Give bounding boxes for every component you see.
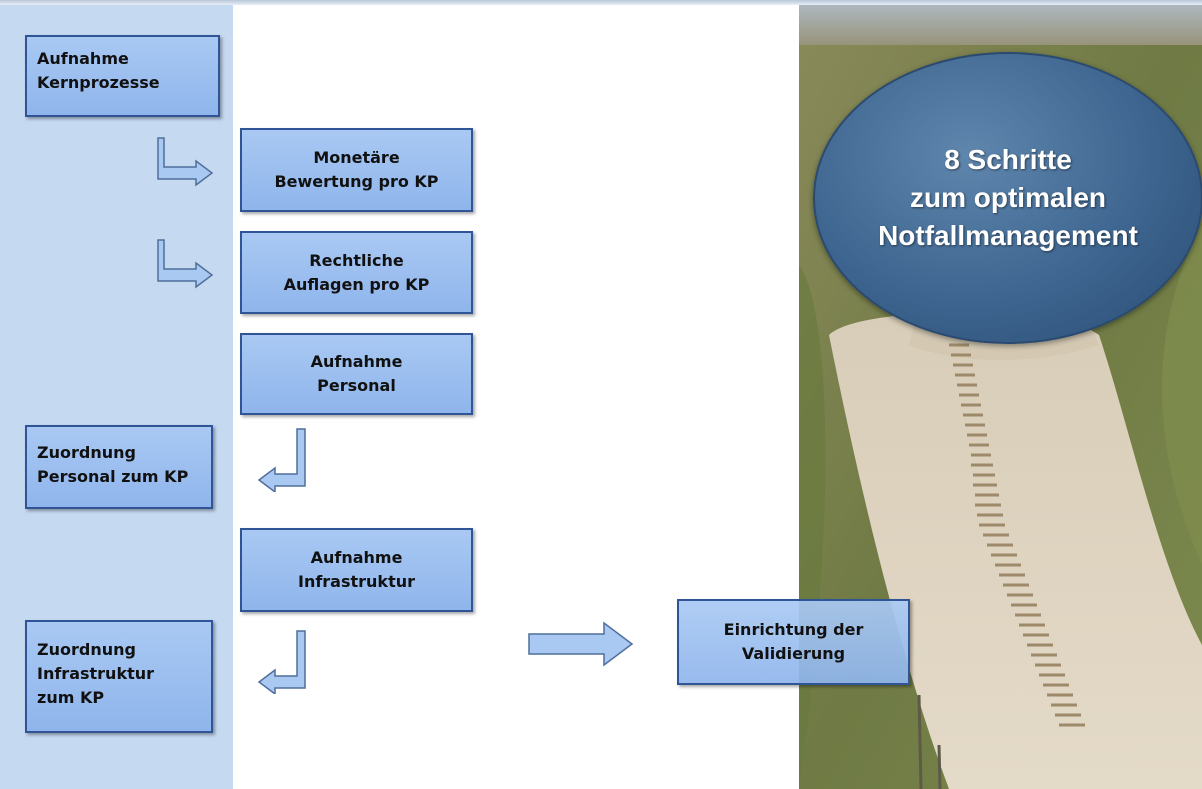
step-box-aufnahme-infrastruktur: Aufnahme Infrastruktur bbox=[240, 528, 473, 612]
title-line: 8 Schritte bbox=[944, 144, 1072, 175]
step-label: Infrastruktur bbox=[297, 572, 415, 591]
step-label: Aufnahme bbox=[37, 49, 129, 68]
step-label: zum KP bbox=[37, 688, 105, 707]
top-edge bbox=[0, 0, 1202, 5]
step-label: Personal bbox=[317, 376, 396, 395]
step-box-zuordnung-personal: Zuordnung Personal zum KP bbox=[25, 425, 213, 509]
step-label: Aufnahme bbox=[310, 352, 403, 371]
right-arrow-icon bbox=[528, 621, 634, 667]
step-box-zuordnung-infrastruktur: Zuordnung Infrastruktur zum KP bbox=[25, 620, 213, 733]
title-line: Notfallmanagement bbox=[878, 220, 1138, 251]
step-label: Zuordnung bbox=[37, 443, 136, 462]
step-label: Auflagen pro KP bbox=[283, 274, 430, 294]
bent-arrow-down-left-icon bbox=[257, 428, 306, 492]
step-box-aufnahme-personal: Aufnahme Personal bbox=[240, 333, 473, 415]
step-label: Zuordnung bbox=[37, 640, 136, 659]
step-box-aufnahme-kernprozesse: Aufnahme Kernprozesse bbox=[25, 35, 220, 117]
title-line: zum optimalen bbox=[909, 182, 1106, 213]
step-label: Personal zum KP bbox=[37, 467, 189, 486]
bent-arrow-down-right-icon bbox=[157, 137, 214, 187]
step-box-einrichtung-validierung: Einrichtung der Validierung bbox=[677, 599, 910, 685]
title-oval: 8 Schritte zum optimalen Notfallmanageme… bbox=[813, 52, 1202, 344]
step-label: Einrichtung der bbox=[723, 620, 864, 639]
bent-arrow-down-left-icon bbox=[257, 630, 306, 694]
step-label: Monetäre bbox=[313, 148, 400, 167]
step-label: Infrastruktur bbox=[37, 664, 155, 683]
bent-arrow-down-right-icon bbox=[157, 239, 214, 289]
step-label: Rechtliche bbox=[309, 250, 404, 270]
step-box-rechtliche-auflagen: Rechtliche Auflagen pro KP bbox=[240, 231, 473, 314]
step-label: Aufnahme bbox=[310, 548, 403, 567]
step-label: Validierung bbox=[741, 644, 846, 663]
step-label: Kernprozesse bbox=[37, 73, 160, 92]
step-label: Bewertung pro KP bbox=[274, 172, 439, 191]
step-box-monetaere-bewertung: Monetäre Bewertung pro KP bbox=[240, 128, 473, 212]
